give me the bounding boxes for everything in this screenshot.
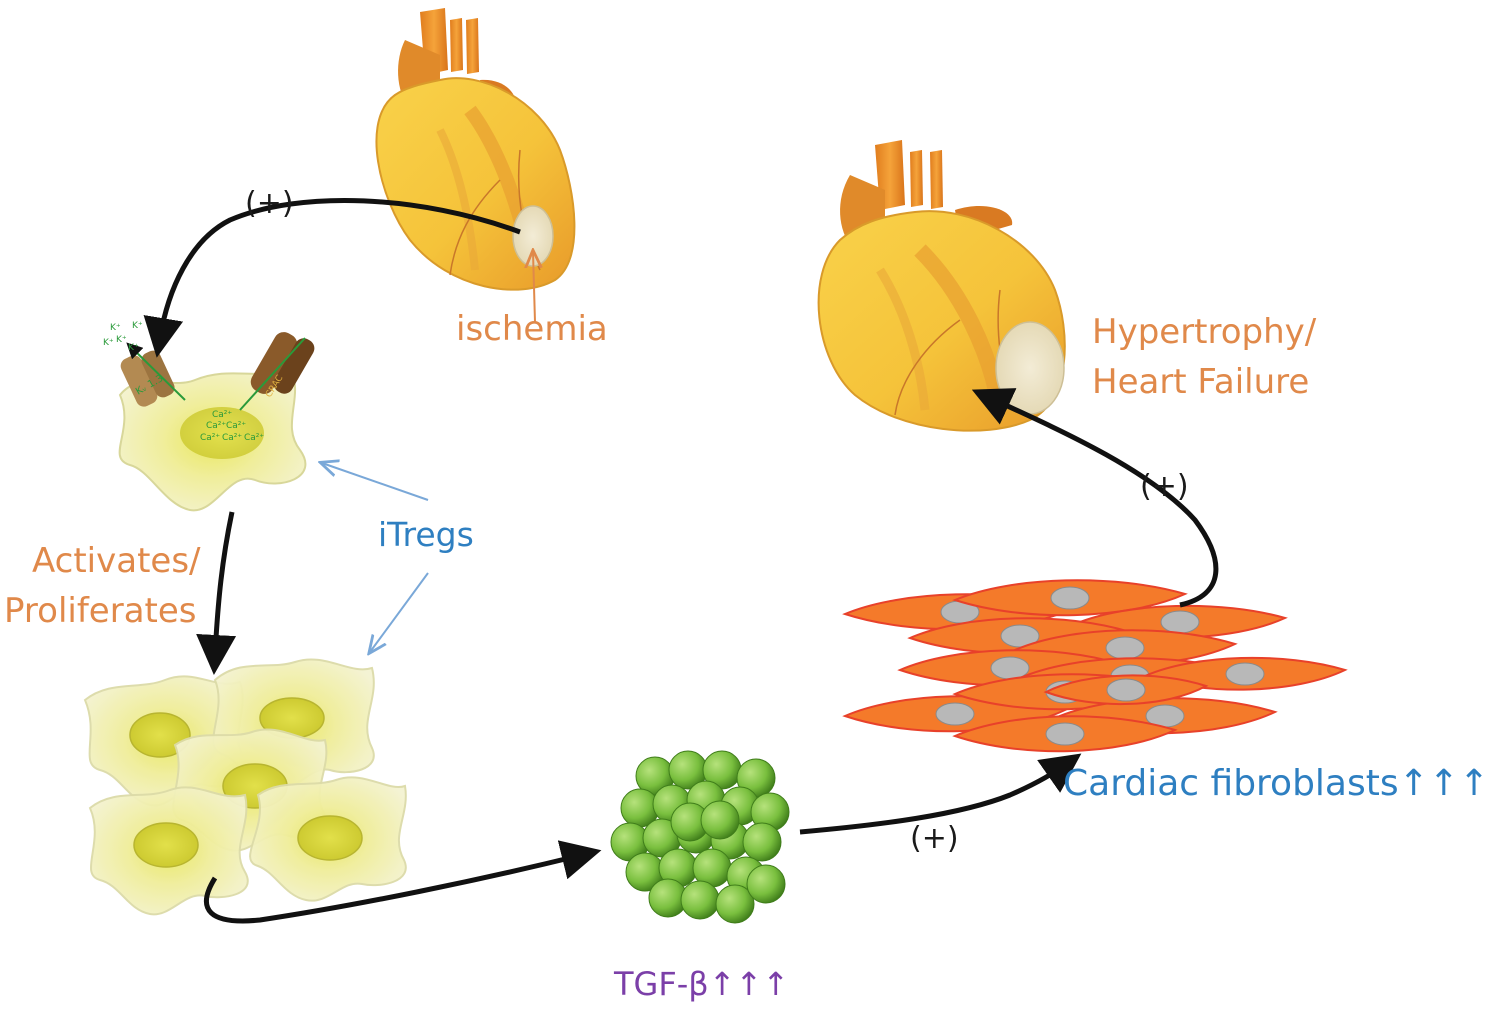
hypertrophy-label: Hypertrophy/ — [1092, 313, 1316, 352]
cluster-cell-4 — [90, 787, 248, 914]
k-ion-label-5: K⁺ — [128, 343, 139, 353]
fibroblast-nucleus — [1107, 679, 1145, 701]
activated-t-cell-icon: K⁺ K⁺ K⁺ K⁺ K⁺ Kᵥ 1.3 CRAC Ca²⁺ Ca²⁺ Ca²… — [103, 321, 318, 510]
fibroblast-nucleus — [1226, 663, 1264, 685]
fibroblast-nucleus — [1046, 723, 1084, 745]
heart-failure-icon — [819, 140, 1065, 431]
tgf-beta-label: TGF-β↑↑↑ — [614, 966, 789, 1003]
plus-label-fibroblast: (+) — [910, 822, 959, 857]
tgf-sphere — [681, 881, 719, 919]
activates-arrow — [215, 512, 232, 655]
tgf-sphere — [701, 801, 739, 839]
heart-ischemia-icon — [376, 8, 574, 290]
ca-ion-label-5: Ca²⁺ — [222, 433, 242, 443]
ca-ion-label-4: Ca²⁺ — [200, 433, 220, 443]
cardiac-fibroblast-sheet-icon — [845, 580, 1345, 751]
k-ion-label: K⁺ — [110, 323, 121, 333]
fibroblast-nucleus — [1051, 587, 1089, 609]
ca-ion-label-2: Ca²⁺ — [206, 421, 226, 431]
cluster-cell-5 — [250, 777, 406, 900]
cardiac-fibroblasts-label: Cardiac fibroblasts↑↑↑ — [1063, 763, 1489, 804]
tgf-beta-cluster-icon — [611, 751, 789, 923]
k-ion-label-4: K⁺ — [116, 335, 127, 345]
proliferates-label: Proliferates — [4, 592, 197, 631]
itregs-to-cluster-arrow — [370, 573, 428, 652]
plus-label-heart: (+) — [1140, 470, 1189, 505]
heart-failure-label: Heart Failure — [1092, 363, 1309, 402]
itregs-to-cell-arrow — [322, 463, 428, 500]
tgf-sphere — [743, 823, 781, 861]
k-ion-label-2: K⁺ — [132, 321, 143, 331]
ca-ion-label-1: Ca²⁺ — [212, 410, 232, 420]
ca-ion-label-3: Ca²⁺ — [226, 421, 246, 431]
ischemia-label: ischemia — [456, 310, 608, 349]
tgf-sphere — [747, 865, 785, 903]
activates-label: Activates/ — [32, 542, 201, 581]
itregs-label: iTregs — [378, 516, 474, 554]
proliferating-t-cells-icon — [85, 659, 406, 914]
ca-ion-label-6: Ca²⁺ — [244, 433, 264, 443]
fibroblast-nucleus — [1106, 637, 1144, 659]
fibroblast-nucleus — [1161, 611, 1199, 633]
plus-label-ischemia: (+) — [245, 187, 294, 222]
k-ion-label-3: K⁺ — [103, 338, 114, 348]
fibroblast-nucleus — [936, 703, 974, 725]
